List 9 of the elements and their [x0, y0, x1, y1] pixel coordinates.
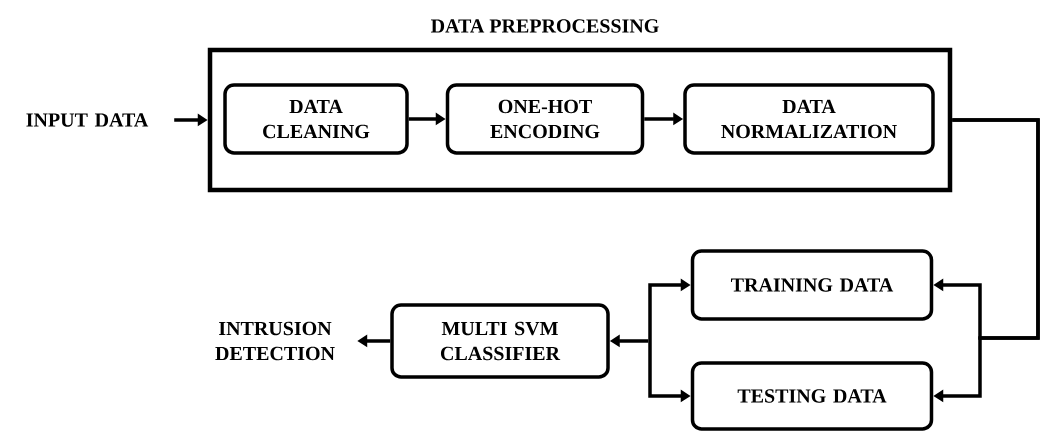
process-box: TRAINING DATA: [690, 249, 934, 321]
process-box: ONE-HOT ENCODING: [445, 83, 645, 155]
process-box: TESTING DATA: [690, 361, 934, 431]
process-box: DATA CLEANING: [223, 83, 409, 155]
group-heading: DATA PREPROCESSING: [431, 19, 659, 33]
process-box: DATA NORMALIZATION: [683, 83, 935, 155]
text-label: INPUT DATA: [26, 113, 149, 127]
text-label: INTRUSION DETECTION: [215, 321, 335, 361]
process-box: MULTI SVM CLASSIFIER: [390, 303, 610, 379]
